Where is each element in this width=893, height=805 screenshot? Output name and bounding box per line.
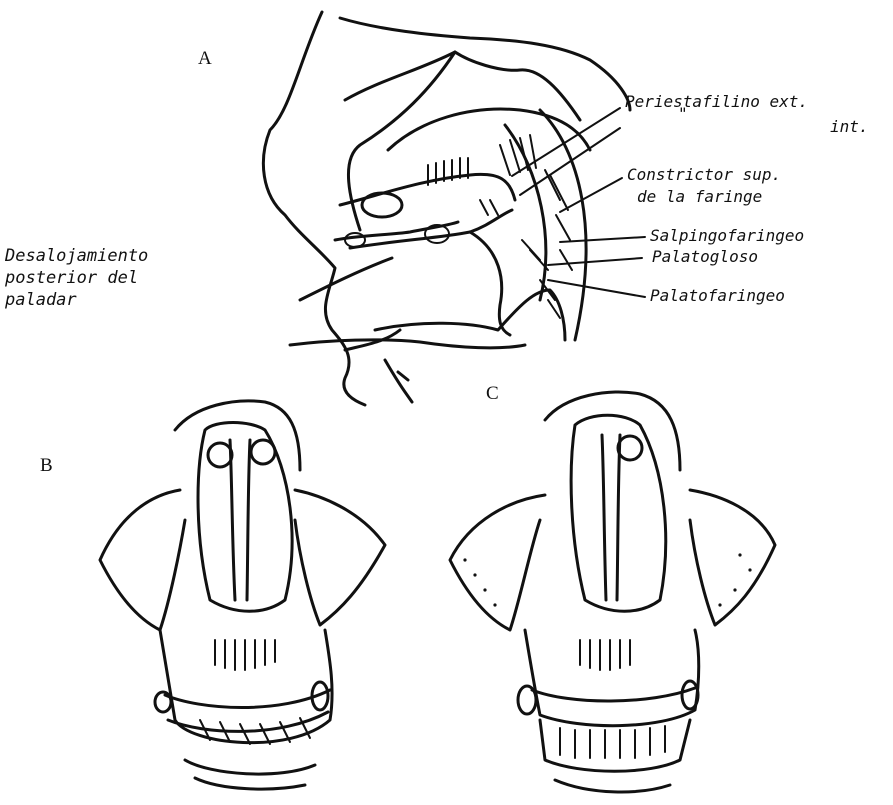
c-right-eye <box>618 436 642 460</box>
c-head-outline <box>545 392 680 470</box>
turbinate-middle <box>362 193 402 217</box>
oral-floor <box>290 340 525 348</box>
c-left-wing <box>450 495 545 630</box>
pharynx-inner-wall <box>505 125 546 300</box>
b-right-eye <box>251 440 275 464</box>
b-right-wing <box>295 490 385 625</box>
posterior-view-c <box>450 392 775 792</box>
b-left-wing <box>100 490 185 630</box>
sagittal-head-drawing <box>263 12 630 405</box>
c-lower-body <box>525 630 699 726</box>
c-base <box>540 720 690 771</box>
b-hatching <box>200 640 310 744</box>
panel-label-b: B <box>40 455 53 477</box>
c-tube-band <box>532 688 695 701</box>
side-note-line-2: posterior del <box>5 267 148 289</box>
leader-lines <box>512 108 645 297</box>
c-septum <box>602 435 620 600</box>
b-left-eye <box>208 443 232 467</box>
panel-label-c: C <box>486 383 499 405</box>
panel-label-a: A <box>198 48 212 70</box>
label-constrictor-line-1: Constrictor sup. <box>627 165 781 184</box>
label-ditto-mark: " <box>678 104 688 123</box>
side-note-line-3: paladar <box>5 289 148 311</box>
label-int: int. <box>830 117 869 136</box>
b-base <box>185 760 315 789</box>
b-head-outline <box>175 401 300 470</box>
side-note-line-1: Desalojamiento <box>5 245 148 267</box>
face-profile <box>263 12 365 405</box>
b-tube-band <box>165 690 330 731</box>
mandible-line <box>300 258 392 300</box>
b-nasal-cavity <box>198 423 292 612</box>
label-periestafilino-ext: Periestafilino ext. <box>625 92 808 111</box>
soft-palate <box>470 232 510 335</box>
c-base-bottom <box>555 780 670 792</box>
c-stipple <box>463 553 751 606</box>
b-left-tube-end <box>155 692 171 712</box>
label-palatofaringeo: Palatofaringeo <box>650 286 785 305</box>
c-right-wing <box>690 490 775 625</box>
label-constrictor-line-2: de la faringe <box>637 187 762 206</box>
posterior-view-b <box>100 401 385 789</box>
label-salpingofaringeo: Salpingofaringeo <box>650 226 804 245</box>
side-note: Desalojamiento posterior del paladar <box>5 245 148 311</box>
displacement-arrow <box>385 360 412 402</box>
sinus-outline <box>345 52 580 120</box>
label-palatogloso: Palatogloso <box>652 247 758 266</box>
skull-base <box>388 109 590 150</box>
c-left-tube-end <box>518 686 536 714</box>
b-septum <box>230 440 250 600</box>
tongue-outline <box>375 290 565 340</box>
